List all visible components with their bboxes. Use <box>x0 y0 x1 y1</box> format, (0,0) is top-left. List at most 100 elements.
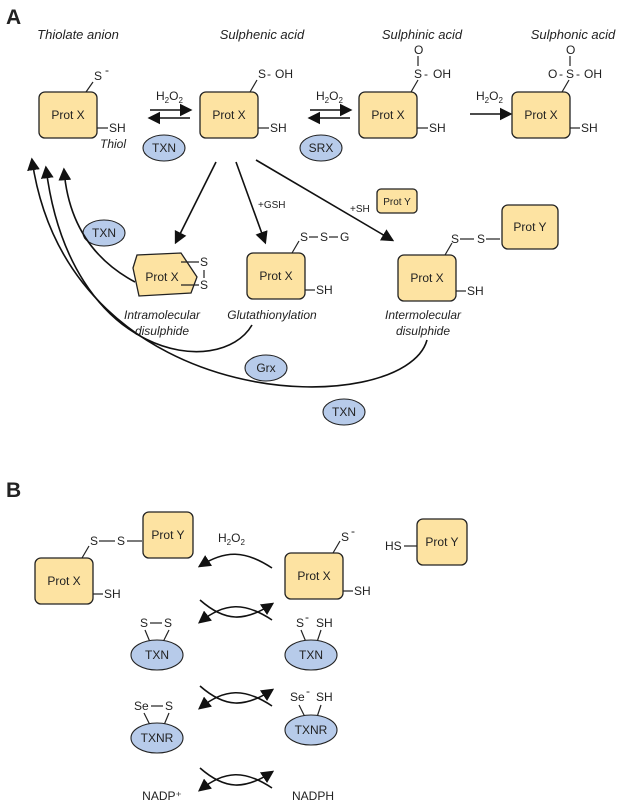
svg-text:S: S <box>94 69 102 83</box>
svg-text:OH: OH <box>584 67 602 81</box>
prot-x-glutathionylated: S S G SH Prot X <box>246 230 349 300</box>
prot-y-intermolecular: Prot Y <box>501 204 559 250</box>
svg-text:S: S <box>164 616 172 630</box>
svg-text:Prot X: Prot X <box>524 108 557 122</box>
svg-text:TXN: TXN <box>299 648 323 662</box>
svg-text:OH: OH <box>275 67 293 81</box>
txn-oval-3: TXN <box>322 398 366 426</box>
arrow-to-intramolecular <box>174 161 217 245</box>
h2o2-label-3: H2O2 <box>476 89 503 105</box>
svg-text:O: O <box>414 43 423 57</box>
svg-text:OH: OH <box>433 67 451 81</box>
svg-text:O: O <box>566 43 575 57</box>
svg-text:Prot X: Prot X <box>371 108 404 122</box>
svg-text:SH: SH <box>581 121 598 135</box>
svg-text:-: - <box>267 67 271 81</box>
header-sulphenic-acid: Sulphenic acid <box>220 27 305 42</box>
arrow-to-intermolecular <box>255 159 395 242</box>
svg-text:SH: SH <box>467 284 484 298</box>
svg-text:Prot Y: Prot Y <box>151 528 184 542</box>
prot-x-intermolecular: S S SH Prot X <box>397 232 500 302</box>
svg-text:TXNR: TXNR <box>295 723 328 737</box>
txn-oval-2: TXN <box>82 219 126 247</box>
svg-text:S: S <box>200 278 208 292</box>
svg-text:S: S <box>300 230 308 244</box>
b-cross-1a <box>199 599 275 618</box>
label-intermolecular-2: disulphide <box>396 324 450 338</box>
svg-text:Prot Y: Prot Y <box>383 197 411 208</box>
svg-text:Prot X: Prot X <box>145 270 178 284</box>
header-sulphinic-acid: Sulphinic acid <box>382 27 463 42</box>
svg-text:S: S <box>477 232 485 246</box>
svg-text:S: S <box>451 232 459 246</box>
svg-text:TXN: TXN <box>152 141 176 155</box>
svg-text:Grx: Grx <box>256 361 275 375</box>
header-thiolate-anion: Thiolate anion <box>37 27 119 42</box>
label-plus-sh: +SH <box>350 204 370 215</box>
svg-text:SH: SH <box>316 690 333 704</box>
svg-text:-: - <box>576 67 580 81</box>
svg-text:Prot Y: Prot Y <box>513 220 546 234</box>
svg-text:-: - <box>351 524 355 538</box>
svg-text:Prot X: Prot X <box>410 271 443 285</box>
svg-text:TXN: TXN <box>145 648 169 662</box>
svg-text:SH: SH <box>270 121 287 135</box>
svg-text:TXN: TXN <box>332 405 356 419</box>
return-arrow-glutathionylation <box>40 165 253 353</box>
label-intramolecular-1: Intramolecular <box>124 308 201 322</box>
b-prot-x-reduced: S - SH Prot X <box>284 524 371 600</box>
svg-text:S: S <box>200 255 208 269</box>
srx-oval: SRX <box>299 134 343 162</box>
svg-text:TXNR: TXNR <box>141 731 174 745</box>
h2o2-label-1: H2O2 <box>156 89 183 105</box>
svg-text:S: S <box>258 67 266 81</box>
svg-text:TXN: TXN <box>92 226 116 240</box>
return-arrow-intermolecular <box>27 157 428 388</box>
label-glutathionylation: Glutathionylation <box>227 308 317 322</box>
prot-x-sulphonic: O - S O - OH SH Prot X <box>511 43 602 139</box>
svg-text:S: S <box>165 699 173 713</box>
svg-text:O: O <box>548 67 557 81</box>
svg-text:S: S <box>140 616 148 630</box>
b-cross-2a <box>199 685 275 704</box>
svg-text:S: S <box>341 530 349 544</box>
svg-text:Prot X: Prot X <box>51 108 84 122</box>
svg-text:SH: SH <box>354 584 371 598</box>
b-cross-1b <box>198 605 273 624</box>
svg-text:Prot X: Prot X <box>259 269 292 283</box>
svg-text:G: G <box>340 230 349 244</box>
label-intramolecular-2: disulphide <box>135 324 189 338</box>
svg-text:S: S <box>90 534 98 548</box>
b-cross-3b <box>198 773 273 792</box>
return-arrow-intramolecular <box>58 167 136 283</box>
b-prot-y-free: HS Prot Y <box>385 518 468 566</box>
svg-text:SRX: SRX <box>309 141 334 155</box>
h2o2-label-2: H2O2 <box>316 89 343 105</box>
svg-text:SH: SH <box>104 587 121 601</box>
label-gsh: +GSH <box>258 200 286 211</box>
svg-text:-: - <box>305 610 309 624</box>
svg-text:-: - <box>105 63 109 77</box>
b-txn-reduced: S - SH TXN <box>284 610 338 671</box>
b-arrow-h2o2 <box>197 553 273 569</box>
b-txn-oxidized: S S TXN <box>130 616 184 671</box>
prot-x-thiolate: S - SH Prot X <box>38 63 126 139</box>
svg-text:Prot X: Prot X <box>212 108 245 122</box>
arrow-to-glutathionylation <box>235 161 268 245</box>
svg-text:SH: SH <box>316 616 333 630</box>
prot-x-sulphinic: S O - OH SH Prot X <box>358 43 451 139</box>
label-thiol: Thiol <box>100 137 126 151</box>
svg-text:-: - <box>306 684 310 698</box>
svg-text:S: S <box>414 67 422 81</box>
svg-text:Prot X: Prot X <box>297 569 330 583</box>
panel-a-letter: A <box>6 6 21 29</box>
label-intermolecular-1: Intermolecular <box>385 308 462 322</box>
svg-text:-: - <box>424 67 428 81</box>
svg-text:SH: SH <box>109 121 126 135</box>
header-sulphonic-acid: Sulphonic acid <box>531 27 616 42</box>
svg-text:HS: HS <box>385 539 402 553</box>
b-cross-2b <box>198 691 273 710</box>
b-nadp-label: NADP⁺ <box>142 789 182 803</box>
svg-text:Prot X: Prot X <box>47 574 80 588</box>
b-cross-3a <box>199 767 275 786</box>
